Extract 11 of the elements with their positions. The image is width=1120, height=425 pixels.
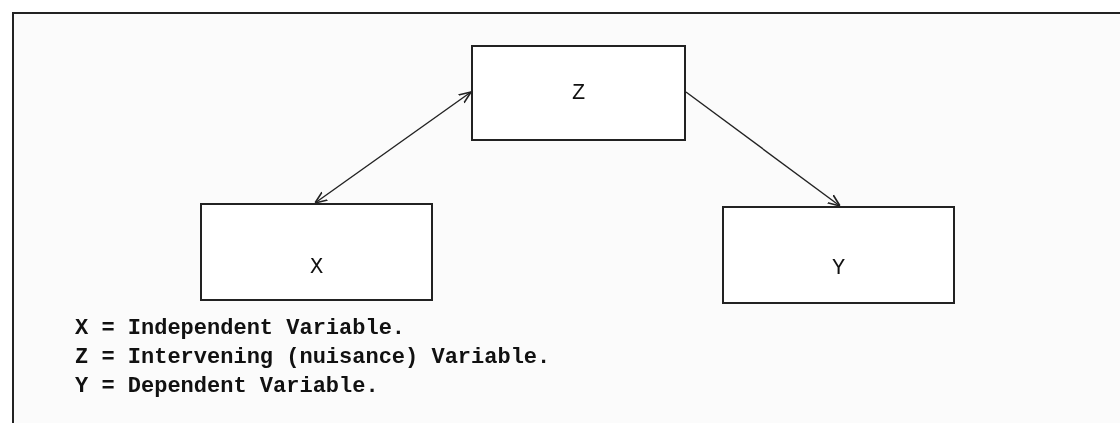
arrow [685, 91, 841, 207]
legend-definition: Y = Dependent Variable. [75, 376, 379, 398]
legend-definition: Z = Intervening (nuisance) Variable. [75, 347, 551, 369]
arrow [314, 91, 472, 204]
legend-definition: X = Independent Variable. [75, 318, 406, 340]
variable-box [722, 206, 955, 304]
variable-letter: Z [571, 81, 586, 105]
variable-box [200, 203, 433, 301]
variable-letter: Y [831, 256, 846, 280]
variable-letter: X [309, 255, 324, 279]
variable-box [471, 45, 686, 141]
